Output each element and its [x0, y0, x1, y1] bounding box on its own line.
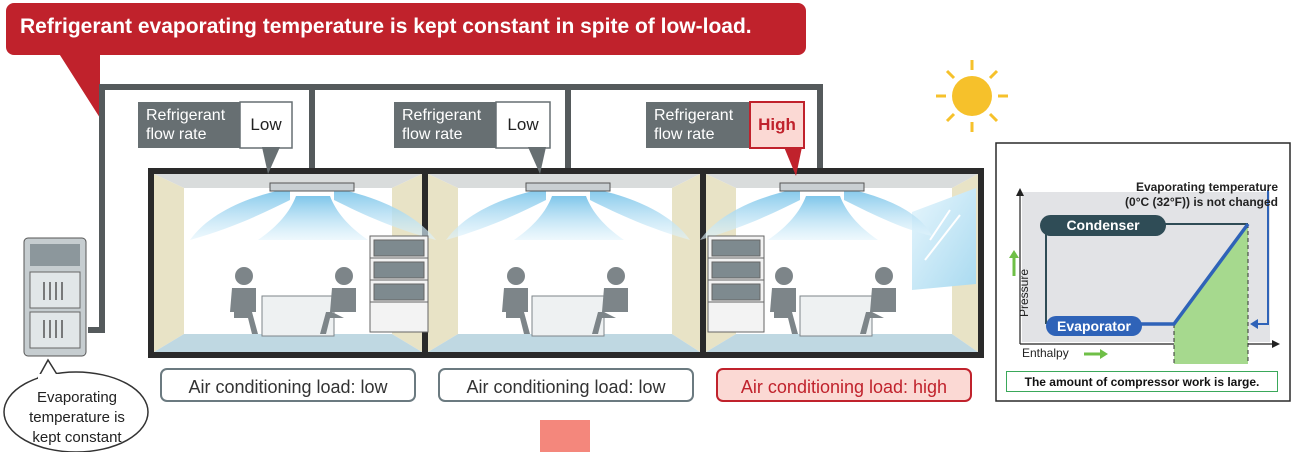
window [912, 188, 976, 290]
down-arrow-block [540, 420, 590, 452]
flow-callouts [138, 101, 805, 176]
flow-value-3: High [758, 115, 796, 134]
flow-label-1b: flow rate [146, 126, 207, 143]
outdoor-unit [23, 237, 87, 357]
banner-text: Refrigerant evaporating temperature is k… [20, 15, 752, 38]
flow-label-3b: flow rate [654, 126, 715, 143]
ac-unit-3 [700, 182, 932, 240]
flow-value-2: Low [507, 115, 539, 134]
flow-label-3a: Refrigerant [654, 107, 734, 124]
evaporating-note-line1: Evaporating temperature [1135, 180, 1278, 194]
bookshelf-3 [707, 235, 765, 333]
pressure-axis-label: Pressure [1017, 268, 1031, 317]
evaporating-note: Evaporating temperature (0°C (32°F)) is … [1108, 180, 1278, 210]
condenser-label: Condenser [1040, 215, 1166, 236]
outdoor-bubble-text: Evaporating temperature is kept constant [14, 388, 140, 448]
outdoor-bubble [3, 358, 149, 452]
flow-label-2b: flow rate [402, 126, 463, 143]
bubble-line-1: Evaporating [36, 389, 118, 406]
bubble-line-3: kept constant [32, 429, 122, 446]
flow-value-1: Low [250, 115, 282, 134]
evaporator-label: Evaporator [1046, 316, 1142, 336]
evaporating-note-line2: (0°C (32°F)) is not changed [1125, 195, 1278, 209]
bubble-line-2: temperature is [29, 409, 125, 426]
bookshelf-1 [369, 235, 429, 333]
load-label-1: Air conditioning load: low [160, 368, 416, 402]
ac-unit-1 [190, 182, 436, 240]
office-workers [230, 267, 896, 337]
load-label-3: Air conditioning load: high [716, 368, 972, 402]
flow-label-2a: Refrigerant [402, 107, 482, 124]
sun-icon [936, 60, 1008, 132]
enthalpy-axis-label: Enthalpy [1022, 346, 1069, 360]
compressor-work-note: The amount of compressor work is large. [1006, 371, 1278, 392]
banner-bubble [6, 3, 806, 118]
load-label-2: Air conditioning load: low [438, 368, 694, 402]
flow-label-1a: Refrigerant [146, 107, 226, 124]
ac-unit-2 [446, 182, 690, 240]
